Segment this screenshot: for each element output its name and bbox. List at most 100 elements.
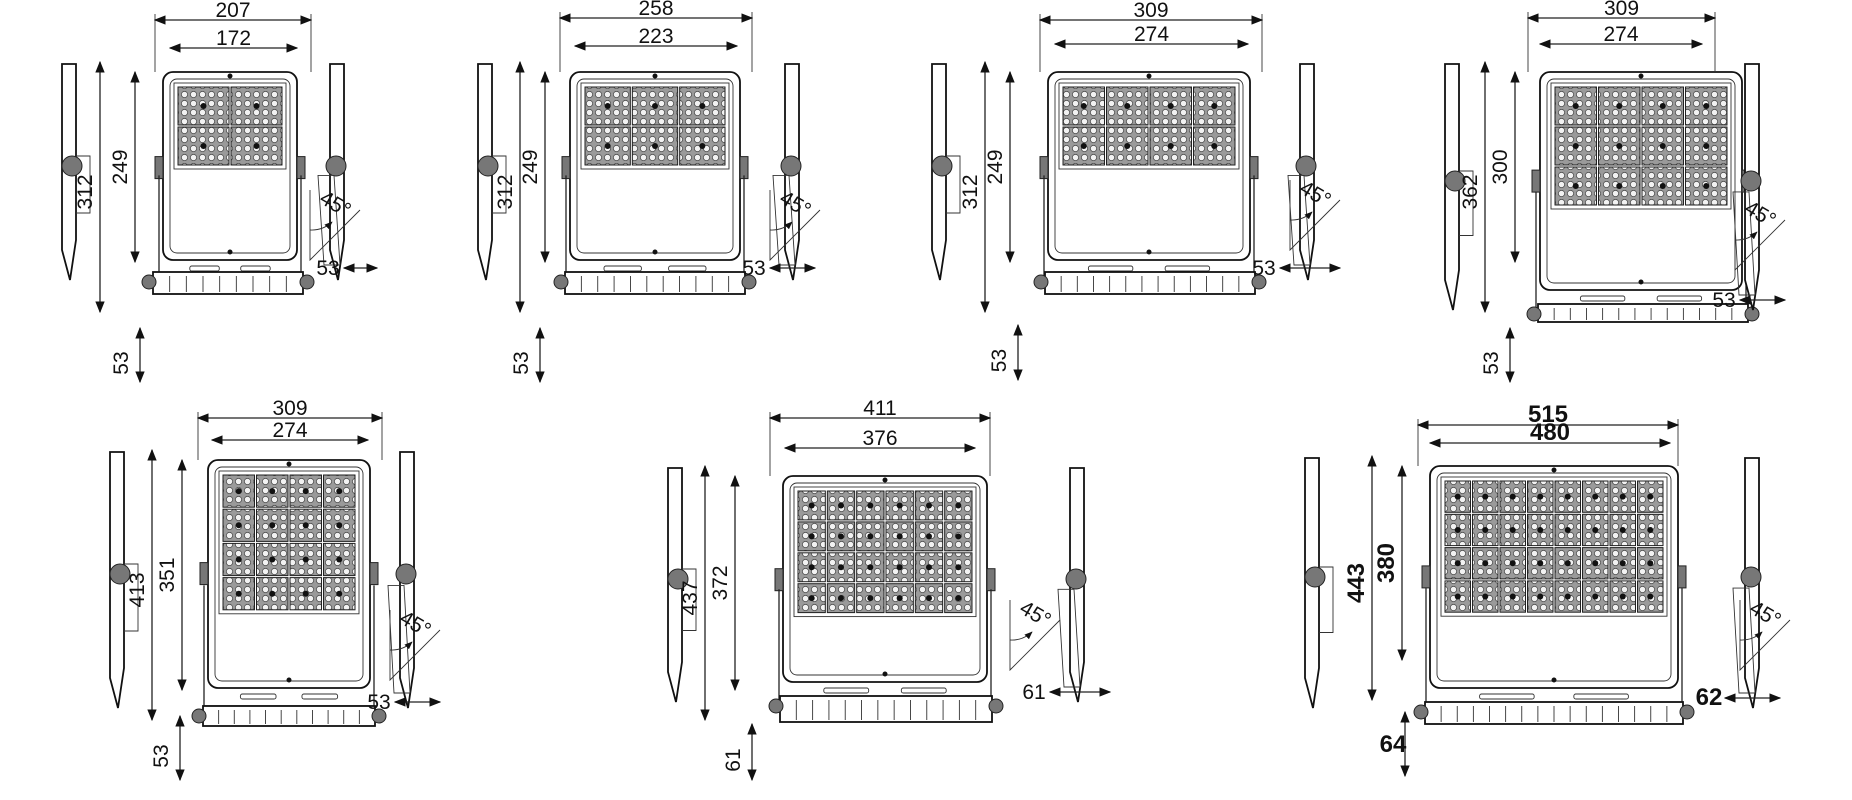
side-bracket [682,568,697,631]
screw-icon [652,249,658,255]
led-screw [955,564,962,571]
led-screw [808,502,815,509]
led-screw [896,502,903,509]
led-screw [1509,526,1516,533]
bracket-knob-left [154,156,164,180]
led-screw [1454,526,1461,533]
screw-icon [286,461,292,467]
led-window [1440,476,1668,617]
outer-width-label: 309 [1604,0,1639,20]
led-module [256,474,289,508]
led-screw [1124,103,1131,109]
led-screw [1592,493,1599,500]
pivot-knob-icon [1740,566,1762,588]
led-screw [336,488,343,495]
pivot-knob-icon [1304,566,1326,588]
led-screw [1454,560,1461,567]
led-screw [926,564,932,571]
pivot-knob-icon [1295,155,1317,177]
bottom-depth-label: 53 [1480,351,1503,374]
bracket-slot [1164,265,1211,272]
bracket-slot [1573,693,1629,700]
led-screw [336,556,343,563]
tilt-angle-lines [389,610,441,682]
side-bracket [492,155,507,214]
outer-height-label: 443 [1343,563,1370,603]
led-screw [867,564,874,571]
led-screw [1592,560,1599,567]
led-screw [1572,183,1579,189]
led-screw [1647,560,1654,567]
led-screw [1167,143,1174,149]
pivot-knob-icon [477,155,499,177]
screw-icon [652,73,658,79]
led-screw [838,564,844,571]
led-screw [1211,143,1218,149]
side-bracket [76,155,91,214]
tilt-angle-label: 45° [776,186,815,222]
led-screw [253,143,260,149]
led-screw [1616,143,1623,149]
bottom-knob-right [988,698,1004,714]
bracket-slot [823,687,870,694]
led-screw [1482,526,1489,533]
led-screw [955,595,962,602]
side-bracket [946,155,961,214]
led-screw [1659,103,1666,109]
outer-width-label: 309 [1133,0,1168,22]
screw-icon [1638,73,1644,79]
side-depth-label: 61 [1022,681,1045,704]
tilt-angle-lines [1734,200,1786,272]
bottom-knob-left [1033,274,1049,290]
led-screw [838,502,844,509]
bottom-depth-label: 64 [1380,731,1407,758]
bracket-slot [1656,295,1703,302]
led-screw [1454,493,1461,500]
led-screw [838,595,844,602]
bracket-slot [239,693,277,700]
bottom-knob-left [553,274,569,290]
led-screw [1564,493,1571,500]
led-screw [1509,493,1516,500]
outer-height-label: 312 [959,174,982,209]
led-screw [808,564,815,571]
led-screw [896,564,903,571]
led-window [173,82,287,170]
pivot-knob-icon [1065,568,1087,590]
outer-width-label: 258 [638,0,673,20]
led-screw [699,143,706,149]
screw-icon [286,677,292,683]
inner-width-label: 172 [216,27,251,50]
bracket-knob-right [1249,156,1259,180]
tilt-angle-arc [1739,631,1763,641]
led-window [793,486,977,618]
led-screw [253,103,260,109]
bracket-slot [240,265,271,272]
led-screw [200,143,207,149]
screw-icon [1146,73,1152,79]
bottom-view-heatsink [1044,271,1256,295]
led-window [1058,82,1240,170]
bracket-knob-right [369,562,379,586]
led-screw [1509,593,1516,600]
bracket-knob-right [296,156,306,180]
outer-width-label: 207 [215,0,250,22]
tilt-angle-arc [1734,231,1758,241]
pivot-knob-icon [667,568,689,590]
tilt-angle-arc [309,221,333,231]
bracket-slot [1479,693,1535,700]
led-screw [926,595,932,602]
bottom-knob-right [741,274,757,290]
led-screw [808,533,815,540]
led-screw [1619,526,1626,533]
pivot-knob-icon [395,563,417,585]
led-screw [302,488,309,495]
led-screw [1619,493,1626,500]
led-screw [604,143,611,149]
led-screw [1619,593,1626,600]
led-screw [269,522,276,529]
led-screw [235,488,242,495]
